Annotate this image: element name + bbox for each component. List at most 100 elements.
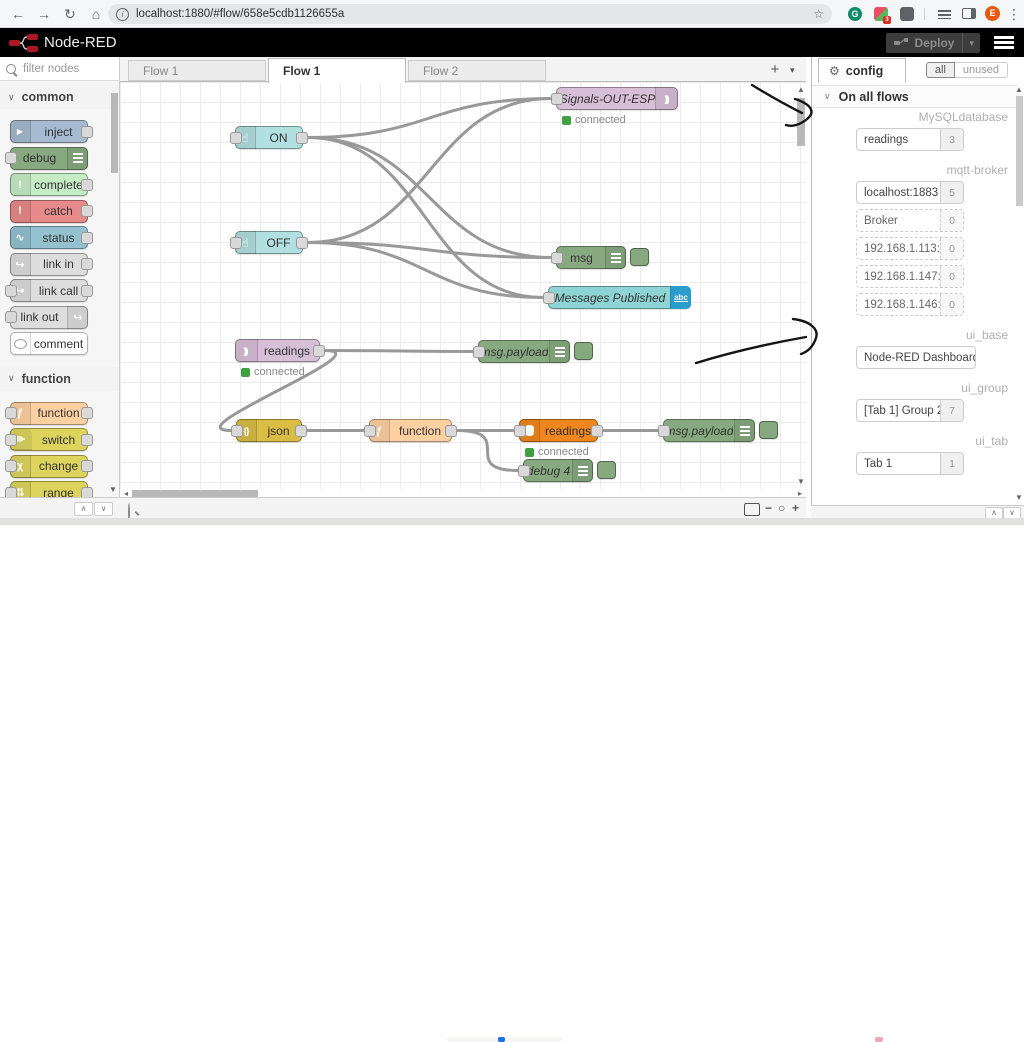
side-panel-icon[interactable] [962,8,976,19]
output-port[interactable] [81,433,93,446]
url-text[interactable]: localhost:1880/#flow/658e5cdb1126655a [136,8,345,20]
input-port[interactable] [5,433,17,446]
input-port[interactable] [5,152,17,164]
taskbar-app-icon[interactable] [875,1037,883,1042]
add-flow-button[interactable]: + [770,61,780,78]
main-menu-icon[interactable] [994,36,1014,49]
flow-node-off[interactable]: ☝OFF [230,231,308,254]
reload-icon[interactable]: ↻ [64,6,76,22]
input-port[interactable] [231,424,243,437]
deploy-button[interactable]: Deploy ▾ [886,33,980,53]
flow-node-debug-4[interactable]: debug 4 [518,459,616,482]
palette-scroll-down-icon[interactable]: ▼ [109,485,117,494]
input-port[interactable] [514,424,526,437]
debug-toggle-button[interactable] [630,248,649,266]
bookmark-star-icon[interactable]: ☆ [813,7,824,21]
palette-category-common[interactable]: ∨common [0,85,119,109]
output-port[interactable] [81,258,93,270]
zoom-reset-icon[interactable]: ○ [778,501,786,515]
palette-node-debug[interactable]: debug [5,146,88,170]
flow-tab-0[interactable]: Flow 1 [128,60,266,81]
input-port[interactable] [364,424,376,437]
flow-node-readings[interactable]: )))readings [235,339,325,362]
input-port[interactable] [5,407,17,419]
input-port[interactable] [518,464,530,477]
tab-config[interactable]: ⚙ config [818,58,906,83]
config-section-header[interactable]: ∨ On all flows [812,85,1017,108]
output-port[interactable] [313,344,325,357]
input-port[interactable] [551,92,563,105]
output-port[interactable] [81,178,93,191]
input-port[interactable] [5,284,17,297]
forward-icon[interactable]: → [37,6,51,22]
flow-list-caret[interactable]: ▾ [790,65,795,75]
output-port[interactable] [81,205,93,217]
config-node-entry[interactable]: 192.168.1.113:18830 [856,237,964,260]
input-port[interactable] [551,251,563,264]
sidebar-collapse-icon[interactable]: ∧ [985,507,1003,519]
input-port[interactable] [5,311,17,323]
palette-node-link-call[interactable]: ↪link call [5,279,93,302]
flow-node-json[interactable]: {}json [231,419,307,442]
input-port[interactable] [5,460,17,472]
palette-node-link-out[interactable]: ↪link out [5,305,88,329]
flow-node-msg-payload[interactable]: msg.payload [658,419,778,442]
canvas-scroll-left-icon[interactable]: ◂ [123,489,128,498]
site-info-icon[interactable]: i [116,7,129,21]
navigator-icon[interactable] [744,503,760,516]
output-port[interactable] [81,231,93,244]
output-port[interactable] [81,284,93,297]
flow-node-on[interactable]: ☝ON [230,126,308,149]
palette-node-complete[interactable]: !complete [10,173,93,196]
flow-node-msg[interactable]: msg [551,246,649,269]
grammarly-extension-icon[interactable]: G [848,7,862,21]
config-node-entry[interactable]: Node-RED Dashboard [856,346,976,369]
profile-avatar[interactable]: E [985,6,1000,21]
media-controls-icon[interactable] [938,10,951,19]
debug-toggle-button[interactable] [759,421,778,439]
flow-node-signals-out-esp[interactable]: )))Signals-OUT-ESP [551,87,678,110]
input-port[interactable] [230,236,242,249]
canvas-horizontal-scrollbar[interactable] [132,490,258,497]
output-port[interactable] [81,125,93,138]
palette-node-inject[interactable]: ▶inject [10,120,93,143]
palette-scrollbar[interactable] [111,93,118,173]
output-port[interactable] [81,407,93,419]
taskbar-tray-icon[interactable] [1003,1037,1011,1042]
filter-all-button[interactable]: all [925,62,955,78]
zoom-out-icon[interactable]: − [765,501,773,515]
collapse-all-icon[interactable]: ∧ [74,502,93,516]
output-port[interactable] [591,424,603,437]
palette-search[interactable] [0,57,120,81]
input-port[interactable] [230,131,242,144]
back-icon[interactable]: ← [11,6,25,22]
palette-node-link-in[interactable]: ↪link in [10,252,93,276]
flow-node-readings[interactable]: readings [514,419,603,442]
taskbar-chrome-icon[interactable] [498,1037,505,1042]
canvas-scroll-down-icon[interactable]: ▼ [797,477,805,486]
flow-node-msg-payload[interactable]: msg.payload [473,340,593,363]
extension-icon[interactable]: 3 [874,7,891,24]
home-icon[interactable]: ⌂ [91,6,101,22]
browser-menu-icon[interactable]: ⋮ [1007,6,1021,22]
output-port[interactable] [295,424,307,437]
config-node-entry[interactable]: 192.168.1.146:18830 [856,293,964,316]
sidebar-scroll-up-icon[interactable]: ▲ [1015,85,1023,94]
canvas-scroll-right-icon[interactable]: ▸ [797,489,802,498]
zoom-in-icon[interactable]: + [792,501,800,515]
input-port[interactable] [543,291,555,304]
flow-tab-2[interactable]: Flow 2 [408,60,546,81]
filter-unused-button[interactable]: unused [954,62,1008,78]
palette-node-status[interactable]: ∿status [10,226,93,249]
output-port[interactable] [296,236,308,249]
output-port[interactable] [81,486,93,497]
input-port[interactable] [473,345,485,358]
